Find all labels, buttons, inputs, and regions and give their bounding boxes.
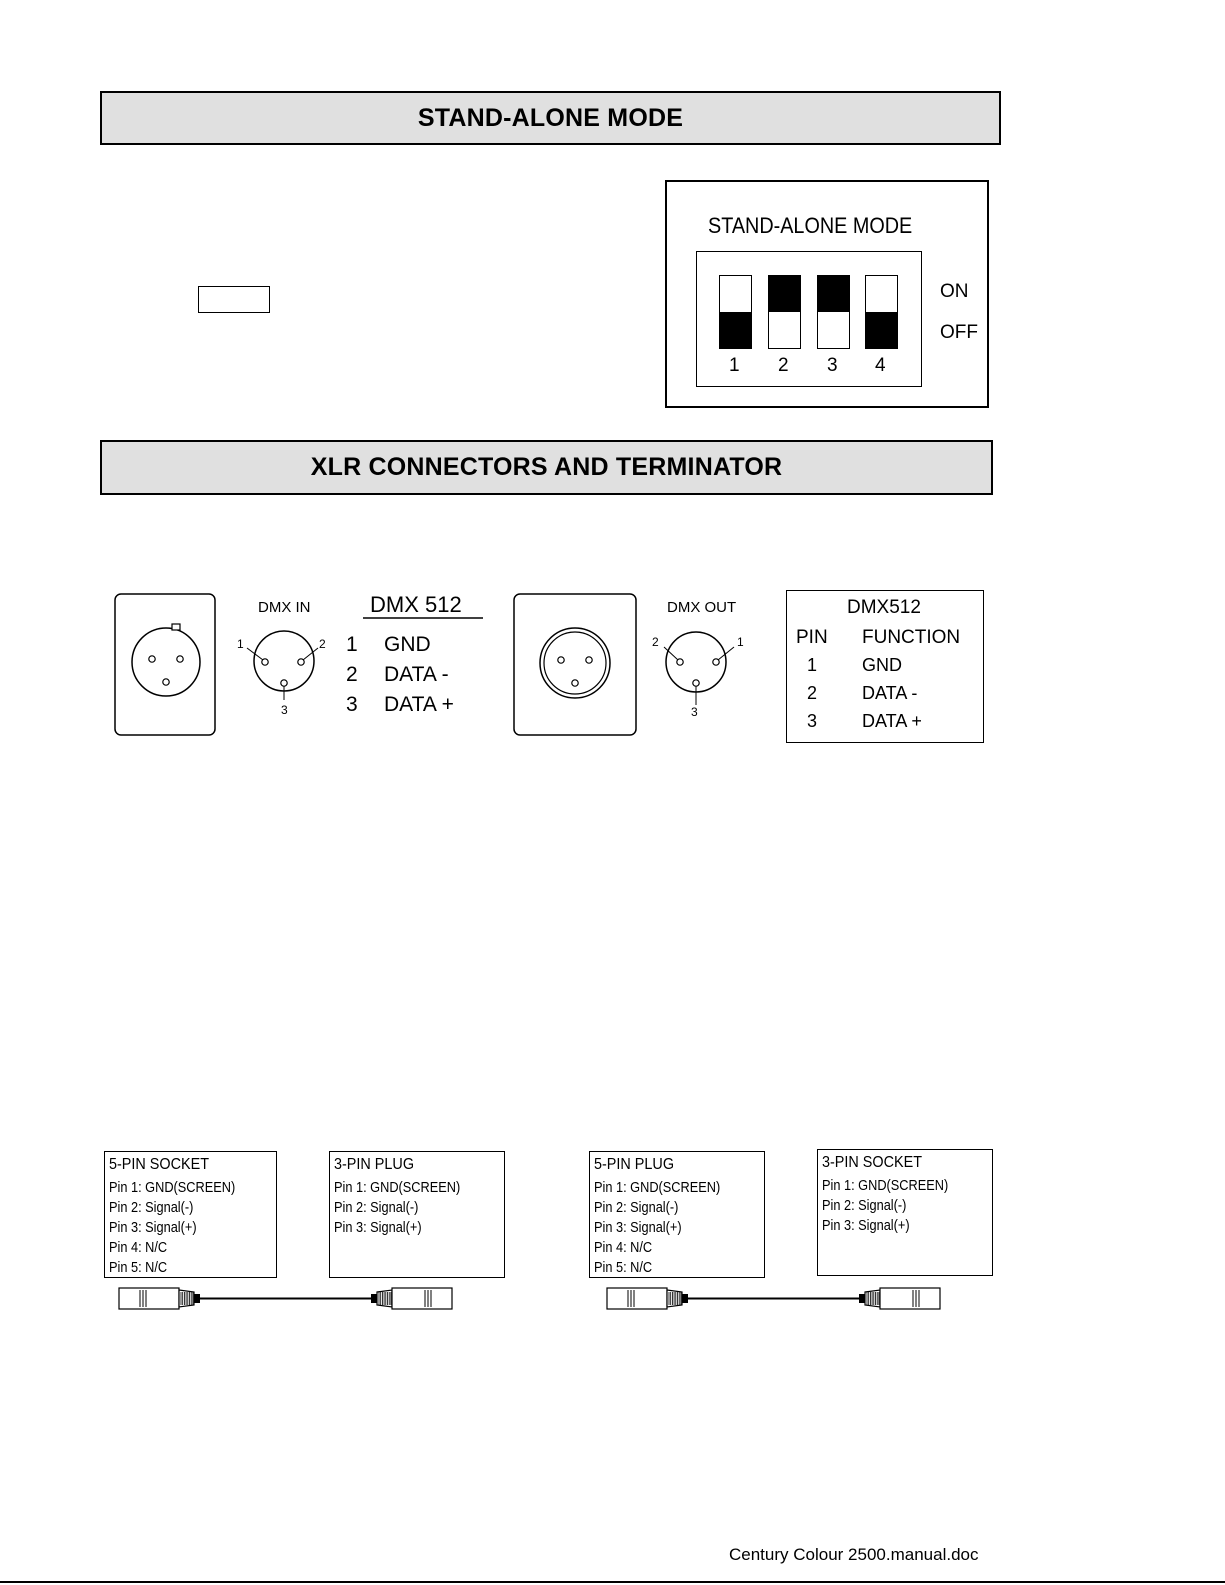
section-title-standalone: STAND-ALONE MODE: [100, 91, 1001, 145]
section-title-standalone-text: STAND-ALONE MODE: [417, 103, 684, 132]
dmx-out-pin-diagram: [665, 631, 727, 693]
dip-switch-number-3: 3: [827, 355, 838, 376]
pin-line: Pin 4: N/C: [109, 1240, 168, 1256]
pin-line: Pin 1: GND(SCREEN): [594, 1180, 721, 1196]
dmx-in-pin-label-1: 1: [237, 637, 244, 651]
dmx-in-row-pin-3: 3: [346, 693, 358, 716]
dip-on-label: ON: [940, 281, 969, 302]
dip-switch-2[interactable]: [768, 275, 801, 349]
dmx-in-table-title: DMX 512: [370, 592, 462, 617]
dip-switch-1-lever: [720, 312, 751, 348]
footer-rule: [0, 1581, 1225, 1583]
dip-switch-panel: STAND-ALONE MODE ON OFF 1 2 3 4: [665, 180, 989, 408]
adapter-1-right-box: 3-PIN PLUG Pin 1: GND(SCREEN) Pin 2: Signa…: [329, 1151, 505, 1278]
dip-switch-number-4: 4: [875, 355, 886, 376]
dmx-in-row-function-1: GND: [384, 633, 431, 656]
dmx-out-pin-label-1: 1: [737, 635, 744, 649]
dmx-in-row-function-3: DATA +: [384, 693, 454, 716]
adapter-2-cable-diagram: [606, 1287, 941, 1310]
dip-off-label: OFF: [940, 322, 978, 343]
adapter-1-right-pins: Pin 1: GND(SCREEN) Pin 2: Signal(-) Pin 3:…: [334, 1178, 484, 1238]
dmx-out-pin-label-2: 2: [652, 635, 659, 649]
dmx-in-row-pin-1: 1: [346, 633, 358, 656]
adapter-2-right-title: 3-PIN SOCKET: [822, 1154, 923, 1171]
footer-filename: Century Colour 2500.manual.doc: [729, 1545, 979, 1564]
dmx512-row-pin-2: 2: [807, 683, 818, 703]
dmx512-row-function-1: GND: [862, 655, 902, 675]
section-title-xlr: XLR CONNECTORS AND TERMINATOR: [100, 440, 993, 495]
adapter-2-left-pins: Pin 1: GND(SCREEN) Pin 2: Signal(-) Pin 3:…: [594, 1178, 744, 1278]
adapter-1-left-box: 5-PIN SOCKET Pin 1: GND(SCREEN) Pin 2: Sig…: [104, 1151, 277, 1278]
pin-line: Pin 5: N/C: [594, 1260, 653, 1276]
dip-switch-2-lever: [769, 276, 800, 312]
dmx-in-row-pin-2: 2: [346, 663, 358, 686]
pin-line: Pin 3: Signal(+): [594, 1220, 682, 1236]
dmx-out-pin-label-3: 3: [691, 705, 698, 719]
dmx-in-connector-diagram: [114, 593, 483, 736]
placeholder-box: [198, 286, 270, 313]
adapter-2-right-box: 3-PIN SOCKET Pin 1: GND(SCREEN) Pin 2: Sig…: [817, 1149, 993, 1276]
pin-line: Pin 3: Signal(+): [822, 1218, 910, 1234]
pin-line: Pin 1: GND(SCREEN): [822, 1178, 949, 1194]
dmx512-row-function-2: DATA -: [862, 683, 918, 703]
dmx512-col-pin: PIN: [796, 627, 828, 648]
dmx-out-connector-diagram: [513, 593, 735, 736]
dmx-out-plug-plate: [513, 593, 637, 736]
dmx-in-pin-diagram: [253, 630, 315, 692]
dmx512-row-pin-3: 3: [807, 711, 818, 731]
adapter-1-right-title: 3-PIN PLUG: [334, 1156, 415, 1173]
dip-switch-number-2: 2: [778, 355, 789, 376]
adapter-2-left-box: 5-PIN PLUG Pin 1: GND(SCREEN) Pin 2: Signa…: [589, 1151, 765, 1278]
dmx512-row-pin-1: 1: [807, 655, 818, 675]
pin-line: Pin 2: Signal(-): [109, 1200, 194, 1216]
dmx-out-label: DMX OUT: [667, 599, 737, 616]
adapter-2-right-pins: Pin 1: GND(SCREEN) Pin 2: Signal(-) Pin 3:…: [822, 1176, 972, 1236]
dip-switch-1[interactable]: [719, 275, 752, 349]
dmx512-col-function: FUNCTION: [862, 627, 961, 648]
adapter-1-left-pins: Pin 1: GND(SCREEN) Pin 2: Signal(-) Pin 3:…: [109, 1178, 256, 1278]
dmx-in-label: DMX IN: [258, 599, 311, 616]
dmx-in-row-function-2: DATA -: [384, 663, 449, 686]
pin-line: Pin 1: GND(SCREEN): [334, 1180, 461, 1196]
dip-switch-4[interactable]: [865, 275, 898, 349]
pin-line: Pin 3: Signal(+): [334, 1220, 422, 1236]
pin-line: Pin 4: N/C: [594, 1240, 653, 1256]
dip-switch-3-lever: [818, 276, 849, 312]
adapter-1-left-title: 5-PIN SOCKET: [109, 1156, 210, 1173]
pin-line: Pin 2: Signal(-): [334, 1200, 419, 1216]
section-title-xlr-text: XLR CONNECTORS AND TERMINATOR: [310, 453, 783, 481]
pin-line: Pin 2: Signal(-): [822, 1198, 907, 1214]
dmx-out-plug-ring-outer: [539, 627, 611, 699]
pin-line: Pin 5: N/C: [109, 1260, 168, 1276]
dmx-in-pin-label-2: 2: [319, 637, 326, 651]
dmx512-row-function-3: DATA +: [862, 711, 922, 731]
dip-switch-4-lever: [866, 312, 897, 348]
dip-panel-title: STAND-ALONE MODE: [708, 213, 913, 238]
dmx-in-socket-ring: [131, 627, 201, 697]
pin-line: Pin 1: GND(SCREEN): [109, 1180, 236, 1196]
dmx512-pin-table: DMX512 PIN FUNCTION 1 GND 2 DATA - 3 DATA +: [786, 590, 984, 743]
dmx-in-socket-plate: [114, 593, 216, 736]
dip-switch-number-1: 1: [729, 355, 740, 376]
dmx512-table-title: DMX512: [847, 597, 921, 618]
adapter-2-left-title: 5-PIN PLUG: [594, 1156, 675, 1173]
dip-switch-3[interactable]: [817, 275, 850, 349]
adapter-1-cable-diagram: [118, 1287, 453, 1310]
pin-line: Pin 2: Signal(-): [594, 1200, 679, 1216]
pin-line: Pin 3: Signal(+): [109, 1220, 197, 1236]
dmx-in-pin-label-3: 3: [281, 703, 288, 717]
